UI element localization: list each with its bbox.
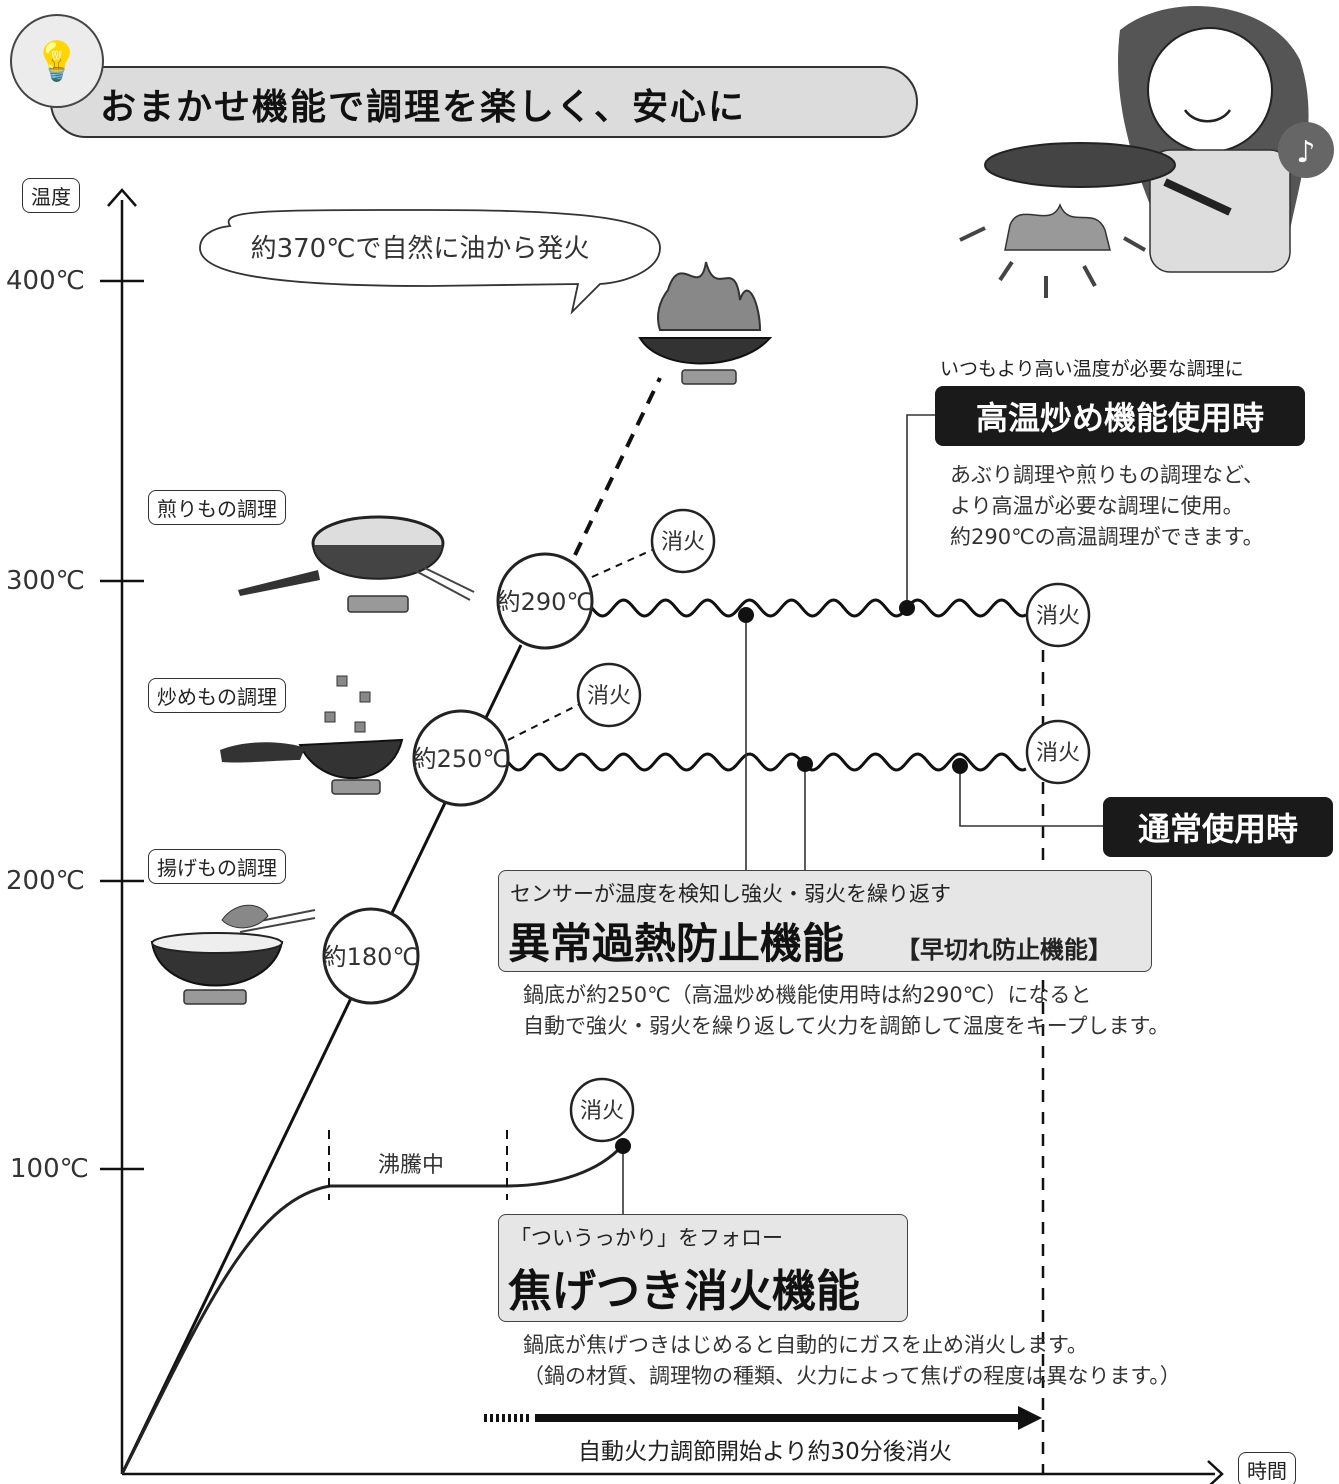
wave-250 bbox=[506, 752, 1027, 772]
x-axis-arrow bbox=[1207, 1460, 1224, 1484]
circle-250 bbox=[412, 709, 510, 807]
temp-290-label: 約290℃ bbox=[497, 588, 594, 616]
branch-250-off bbox=[507, 703, 581, 741]
hightemp-desc-line-1: あぶり調理や煎りもの調理など、 bbox=[950, 463, 1264, 487]
off-circle-290-branch bbox=[650, 508, 716, 574]
deep-fry-wok-illustration bbox=[150, 904, 316, 1005]
y-tick-label-100: 100℃ bbox=[10, 1154, 89, 1184]
off-label-scorch: 消火 bbox=[580, 1099, 624, 1124]
svg-text:♪: ♪ bbox=[1296, 135, 1315, 170]
scorch-title: 焦げつき消火機能 bbox=[508, 1266, 860, 1317]
ignition-dashed-line bbox=[573, 377, 662, 556]
hightemp-desc-line-3: 約290℃の高温調理ができます。 bbox=[950, 525, 1264, 549]
dot-250-b bbox=[952, 758, 968, 774]
boiling-label: 沸騰中 bbox=[378, 1153, 445, 1178]
hightemp-desc-line-2: より高温が必要な調理に使用。 bbox=[950, 494, 1244, 518]
page-title: おまかせ機能で調理を楽しく、安心に bbox=[100, 87, 747, 128]
auto-off-arrowhead bbox=[1018, 1406, 1042, 1430]
y-tick-label-400: 400℃ bbox=[6, 266, 85, 296]
dot-290-b bbox=[899, 600, 915, 616]
y-axis-arrow bbox=[107, 188, 137, 207]
off-label-290-end: 消火 bbox=[1036, 604, 1080, 629]
temp-180-label: 約180℃ bbox=[323, 943, 420, 971]
normal-label: 通常使用時 bbox=[1103, 797, 1333, 857]
hightemp-desc: あぶり調理や煎りもの調理など、 より高温が必要な調理に使用。 約290℃の高温調… bbox=[950, 460, 1264, 553]
normal-connector bbox=[959, 766, 1103, 827]
scorch-desc: 鍋底が焦げつきはじめると自動的にガスを止め消火します。 （鍋の材質、調理物の種類… bbox=[523, 1330, 1181, 1392]
cooking-tag-stir-fry: 炒めもの調理 bbox=[148, 678, 286, 713]
scorch-box bbox=[498, 1214, 908, 1322]
scorch-lead: 「ついうっかり」をフォロー bbox=[510, 1226, 783, 1250]
off-circle-scorch bbox=[569, 1077, 635, 1143]
hightemp-lead: いつもより高い温度が必要な調理に bbox=[940, 358, 1244, 380]
off-label-250-end: 消火 bbox=[1036, 741, 1080, 766]
overheat-lead: センサーが温度を検知し強火・弱火を繰り返す bbox=[510, 882, 951, 906]
boiling-curve bbox=[120, 1144, 624, 1475]
burning-wok-illustration bbox=[638, 261, 773, 385]
wave-290 bbox=[590, 598, 1027, 618]
stir-fry-pan-illustration bbox=[220, 675, 404, 795]
off-label-290-branch: 消火 bbox=[661, 530, 705, 555]
y-tick-label-200: 200℃ bbox=[6, 866, 85, 896]
y-axis-label: 温度 bbox=[22, 178, 80, 213]
circle-290 bbox=[496, 552, 594, 650]
off-label-250-branch: 消火 bbox=[587, 684, 631, 709]
lightbulb-icon: 💡 bbox=[10, 14, 104, 108]
scorch-desc-line-1: 鍋底が焦げつきはじめると自動的にガスを止め消火します。 bbox=[523, 1333, 1088, 1357]
y-tick-label-300: 300℃ bbox=[6, 566, 85, 596]
fry-pan-illustration bbox=[238, 515, 475, 613]
ignition-speech-bubble bbox=[199, 209, 661, 315]
auto-off-label: 自動火力調節開始より約30分後消火 bbox=[578, 1439, 952, 1465]
cooking-tag-deep-fry: 揚げもの調理 bbox=[148, 849, 286, 884]
branch-290-off bbox=[591, 549, 653, 578]
off-circle-290-end bbox=[1025, 582, 1091, 648]
cook-illustration: ♪ bbox=[959, 6, 1334, 298]
cooking-tag-fry-pan: 煎りもの調理 bbox=[148, 490, 286, 525]
overheat-box bbox=[498, 870, 1152, 972]
dot-290-a bbox=[738, 607, 754, 623]
overheat-sub: 【早切れ防止機能】 bbox=[896, 936, 1112, 964]
x-axis-label: 時間 bbox=[1238, 1452, 1296, 1484]
off-circle-250-branch bbox=[576, 662, 642, 728]
dot-scorch bbox=[615, 1138, 631, 1154]
off-circle-250-end bbox=[1025, 719, 1091, 785]
temp-250-label: 約250℃ bbox=[413, 745, 510, 773]
overheat-desc: 鍋底が約250℃（高温炒め機能使用時は約290℃）になると 自動で強火・弱火を繰… bbox=[523, 980, 1169, 1042]
overheat-desc-line-2: 自動で強火・弱火を繰り返して火力を調節して温度をキープします。 bbox=[523, 1014, 1170, 1038]
scorch-desc-line-2: （鍋の材質、調理物の種類、火力によって焦げの程度は異なります。） bbox=[523, 1364, 1181, 1388]
overheat-title: 異常過熱防止機能 bbox=[508, 919, 845, 968]
ignition-note: 約370℃で自然に油から発火 bbox=[251, 234, 590, 264]
dot-250-a bbox=[797, 756, 813, 772]
title-banner bbox=[50, 66, 918, 138]
hightemp-connector bbox=[906, 414, 935, 608]
overheat-desc-line-1: 鍋底が約250℃（高温炒め機能使用時は約290℃）になると bbox=[523, 983, 1092, 1007]
circle-180 bbox=[322, 907, 420, 1005]
hightemp-label: 高温炒め機能使用時 bbox=[935, 386, 1305, 446]
